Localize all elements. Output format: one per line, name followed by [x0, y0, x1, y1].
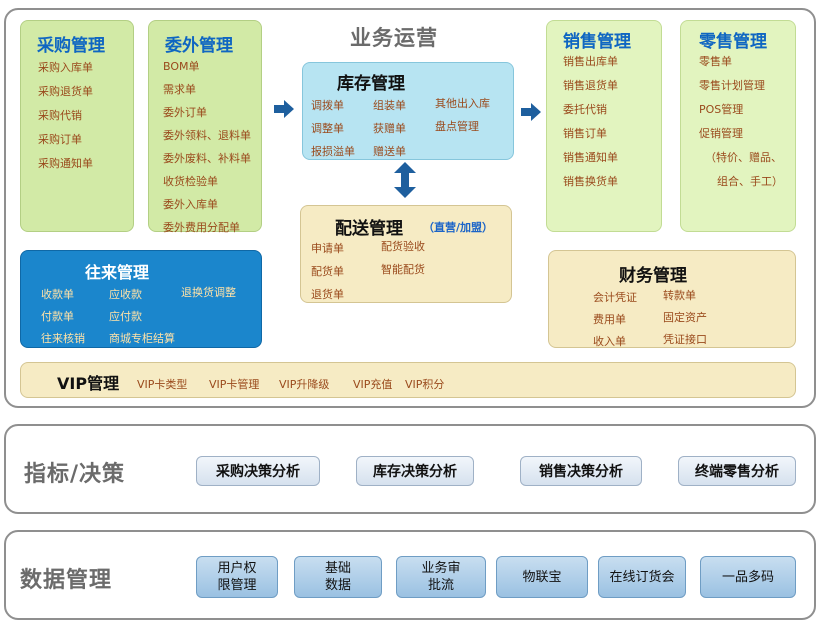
purchase-management-title: 采购管理 [37, 36, 105, 56]
accounts-item[interactable]: 付款单 [41, 310, 74, 323]
purchase-item[interactable]: 采购通知单 [38, 157, 93, 170]
multi-barcode-button[interactable]: 一品多码 [700, 556, 796, 598]
outsource-item[interactable]: 需求单 [163, 83, 196, 96]
user-permission-button[interactable]: 用户权 限管理 [196, 556, 278, 598]
outsource-item[interactable]: 委外领料、退料单 [163, 129, 251, 142]
vip-item[interactable]: VIP充值 [353, 378, 393, 391]
inventory-item[interactable]: 赠送单 [373, 145, 406, 158]
delivery-item[interactable]: 退货单 [311, 288, 344, 301]
arrow-up-down-icon [394, 162, 416, 202]
accounts-item[interactable]: 应收款 [109, 288, 142, 301]
purchase-item[interactable]: 采购入库单 [38, 61, 93, 74]
sales-item[interactable]: 销售换货单 [563, 175, 618, 188]
delivery-item[interactable]: 配货单 [311, 265, 344, 278]
vip-item[interactable]: VIP积分 [405, 378, 445, 391]
iot-treasure-button[interactable]: 物联宝 [496, 556, 588, 598]
finance-item[interactable]: 会计凭证 [593, 291, 637, 304]
finance-management-box[interactable]: 财务管理 会计凭证 转款单 费用单 固定资产 收入单 凭证接口 [548, 250, 796, 348]
data-management-panel: 数据管理 用户权 限管理 基础 数据 业务审 批流 物联宝 在线订货会 一品多码 [4, 530, 816, 620]
approval-flow-button[interactable]: 业务审 批流 [396, 556, 486, 598]
outsource-item[interactable]: 收货检验单 [163, 175, 218, 188]
sales-decision-button[interactable]: 销售决策分析 [520, 456, 642, 486]
data-management-title: 数据管理 [20, 568, 113, 593]
approval-flow-label: 业务审 批流 [421, 561, 461, 593]
delivery-management-box[interactable]: 配送管理 （直营/加盟） 申请单 配货验收 配货单 智能配货 退货单 [300, 205, 512, 303]
sales-item[interactable]: 销售退货单 [563, 79, 618, 92]
outsource-management-title: 委外管理 [165, 36, 233, 56]
finance-item[interactable]: 费用单 [593, 313, 626, 326]
online-order-fair-label: 在线订货会 [609, 569, 675, 585]
inventory-item[interactable]: 调拨单 [311, 99, 344, 112]
accounts-item[interactable]: 商城专柜结算 [109, 332, 175, 345]
outsource-item[interactable]: 委外订单 [163, 106, 207, 119]
accounts-item[interactable]: 往来核销 [41, 332, 85, 345]
retail-management-title: 零售管理 [699, 32, 767, 52]
basic-data-label: 基础 数据 [324, 561, 351, 593]
vip-management-title: VIP管理 [57, 374, 120, 393]
iot-treasure-label: 物联宝 [522, 569, 562, 585]
inventory-item[interactable]: 调整单 [311, 122, 344, 135]
accounts-item[interactable]: 退换货调整 [181, 286, 236, 299]
accounts-management-title: 往来管理 [85, 263, 150, 282]
business-operations-title: 业务运营 [350, 26, 438, 50]
basic-data-button[interactable]: 基础 数据 [294, 556, 382, 598]
decision-title: 指标/决策 [24, 462, 126, 487]
finance-item[interactable]: 凭证接口 [663, 333, 707, 346]
delivery-management-title: 配送管理 [335, 219, 403, 239]
finance-management-title: 财务管理 [619, 266, 687, 286]
delivery-item[interactable]: 配货验收 [381, 240, 425, 253]
inventory-decision-button[interactable]: 库存决策分析 [356, 456, 474, 486]
sales-management-box[interactable]: 销售管理 销售出库单 销售退货单 委托代销 销售订单 销售通知单 销售换货单 [546, 20, 662, 232]
retail-item[interactable]: 促销管理 [699, 127, 743, 140]
user-permission-label: 用户权 限管理 [217, 561, 257, 593]
outsource-item[interactable]: 委外入库单 [163, 198, 218, 211]
outsource-item[interactable]: BOM单 [163, 60, 200, 73]
finance-item[interactable]: 转款单 [663, 289, 696, 302]
delivery-item[interactable]: 申请单 [311, 242, 344, 255]
inventory-item[interactable]: 组装单 [373, 99, 406, 112]
retail-management-box[interactable]: 零售管理 零售单 零售计划管理 POS管理 促销管理 （特价、赠品、 组合、手工… [680, 20, 796, 232]
decision-panel: 指标/决策 采购决策分析 库存决策分析 销售决策分析 终端零售分析 [4, 424, 816, 514]
purchase-decision-button[interactable]: 采购决策分析 [196, 456, 320, 486]
purchase-item[interactable]: 采购订单 [38, 133, 82, 146]
accounts-item[interactable]: 应付款 [109, 310, 142, 323]
finance-item[interactable]: 固定资产 [663, 311, 707, 324]
inventory-management-box[interactable]: 库存管理 调拨单 组装单 其他出入库 调整单 获赠单 盘点管理 报损溢单 赠送单 [302, 62, 514, 160]
outsource-item[interactable]: 委外费用分配单 [163, 221, 240, 234]
arrow-right-icon [521, 103, 541, 125]
retail-item[interactable]: 零售计划管理 [699, 79, 765, 92]
outsource-management-box[interactable]: 委外管理 BOM单 需求单 委外订单 委外领料、退料单 委外废料、补料单 收货检… [148, 20, 262, 234]
vip-management-bar[interactable]: VIP管理 VIP卡类型 VIP卡管理 VIP升降级 VIP充值 VIP积分 [20, 362, 796, 398]
sales-item[interactable]: 销售通知单 [563, 151, 618, 164]
inventory-management-title: 库存管理 [337, 74, 405, 94]
retail-item[interactable]: 零售单 [699, 55, 732, 68]
retail-item[interactable]: POS管理 [699, 103, 744, 116]
outsource-item[interactable]: 委外废料、补料单 [163, 152, 251, 165]
inventory-item[interactable]: 报损溢单 [311, 145, 355, 158]
arrow-right-icon [274, 100, 294, 122]
retail-item-note: 组合、手工） [717, 175, 783, 188]
inventory-item[interactable]: 其他出入库 [435, 97, 490, 110]
purchase-item[interactable]: 采购退货单 [38, 85, 93, 98]
accounts-item[interactable]: 收款单 [41, 288, 74, 301]
retail-item-note: （特价、赠品、 [705, 151, 782, 164]
terminal-retail-analysis-button[interactable]: 终端零售分析 [678, 456, 796, 486]
vip-item[interactable]: VIP卡管理 [209, 378, 260, 391]
vip-item[interactable]: VIP卡类型 [137, 378, 188, 391]
finance-item[interactable]: 收入单 [593, 335, 626, 348]
purchase-management-box[interactable]: 采购管理 采购入库单 采购退货单 采购代销 采购订单 采购通知单 [20, 20, 134, 232]
sales-item[interactable]: 委托代销 [563, 103, 607, 116]
inventory-item[interactable]: 盘点管理 [435, 120, 479, 133]
sales-management-title: 销售管理 [563, 32, 631, 52]
accounts-management-box[interactable]: 往来管理 收款单 应收款 退换货调整 付款单 应付款 往来核销 商城专柜结算 [20, 250, 262, 348]
delivery-management-subtitle: （直营/加盟） [423, 221, 494, 234]
sales-item[interactable]: 销售出库单 [563, 55, 618, 68]
online-order-fair-button[interactable]: 在线订货会 [598, 556, 686, 598]
inventory-item[interactable]: 获赠单 [373, 122, 406, 135]
purchase-item[interactable]: 采购代销 [38, 109, 82, 122]
delivery-item[interactable]: 智能配货 [381, 263, 425, 276]
multi-barcode-label: 一品多码 [721, 569, 774, 585]
sales-item[interactable]: 销售订单 [563, 127, 607, 140]
vip-item[interactable]: VIP升降级 [279, 378, 330, 391]
